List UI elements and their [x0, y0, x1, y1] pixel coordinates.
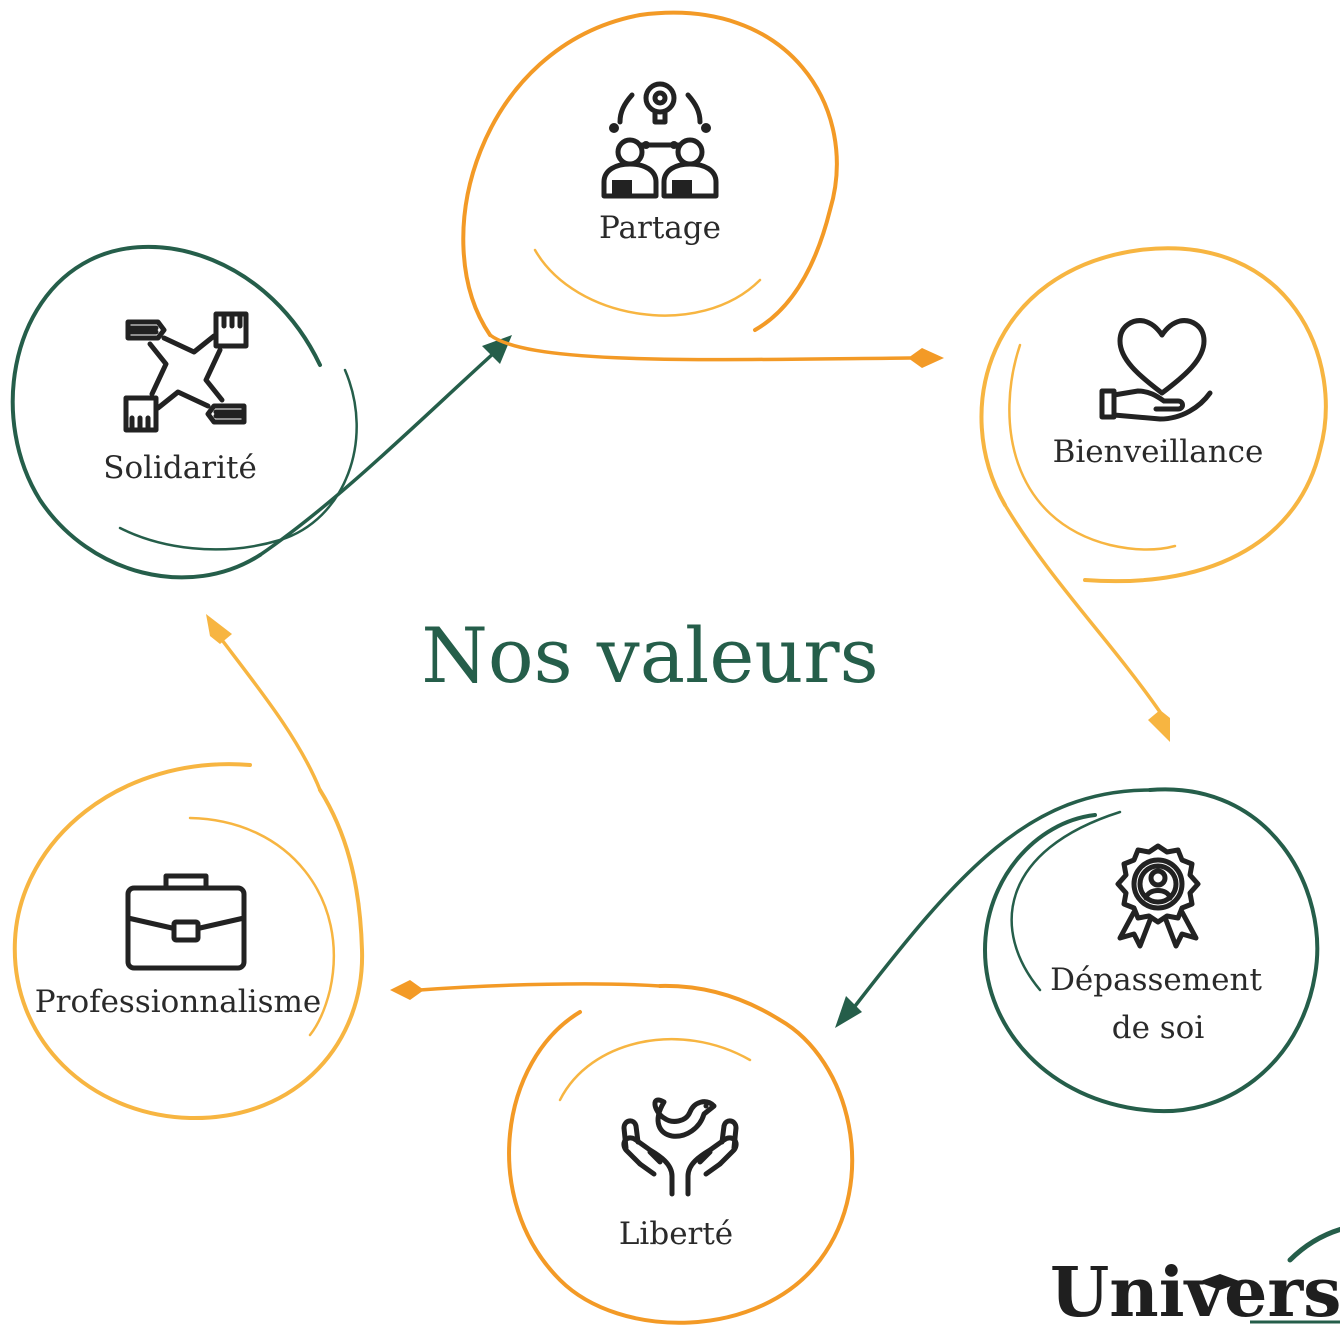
node-partage-inner-arc [533, 248, 762, 317]
briefcase-icon [125, 873, 247, 971]
node-depassement-ring [982, 787, 1320, 1114]
node-partage: Partage [461, 10, 839, 337]
node-bienveillance-label: Bienveillance [1053, 434, 1264, 470]
arrowhead-depassement-to-liberte [835, 996, 862, 1028]
node-depassement: Dépassement de soi [982, 787, 1320, 1114]
hands-dove-icon [621, 1097, 739, 1197]
node-partage-label: Partage [599, 210, 721, 246]
brand-logo-cap-icon [1198, 1274, 1242, 1290]
node-bienveillance-inner-arc [1008, 343, 1177, 551]
brand-logo-cap-tassel [1197, 1289, 1203, 1295]
award-badge-icon [1115, 843, 1201, 949]
hand-heart-icon [1099, 318, 1213, 422]
node-bienveillance: Bienveillance [979, 246, 1328, 584]
node-liberte: Liberté [507, 983, 855, 1325]
arrowhead-bienveillance-to-depassement [1148, 710, 1170, 742]
node-depassement-inner-arc [1010, 810, 1122, 992]
team-idea-icon [601, 81, 719, 199]
flow-arrow-liberte-to-professionnalisme [390, 980, 662, 1000]
node-solidarite: Solidarité [10, 245, 358, 580]
node-liberte-ring [507, 983, 855, 1325]
node-depassement-label-line2: de soi [1112, 1010, 1205, 1046]
arrowhead-partage-to-bienveillance [908, 348, 944, 368]
node-professionnalisme-inner-arc [188, 816, 336, 1037]
flow-arrow-solidarite-to-partage [258, 335, 512, 557]
node-professionnalisme-ring [12, 762, 365, 1121]
page-title: Nos valeurs [421, 611, 878, 700]
arrowhead-professionnalisme-to-solidarite [206, 614, 232, 644]
node-bienveillance-ring [979, 246, 1328, 584]
node-liberte-label: Liberté [619, 1216, 733, 1252]
arrowhead-liberte-to-professionnalisme [390, 980, 424, 1000]
node-professionnalisme: Professionnalisme [12, 762, 365, 1121]
node-depassement-label-line1: Dépassement [1050, 962, 1262, 998]
flow-arrow-professionnalisme-to-solidarite [206, 614, 322, 792]
node-partage-ring [461, 10, 839, 337]
brand-logo-swoosh [1287, 1226, 1340, 1263]
brand-logo: Univers C [1050, 1226, 1340, 1327]
node-professionnalisme-label: Professionnalisme [35, 984, 321, 1020]
node-solidarite-ring [10, 245, 322, 580]
flow-arrow-depassement-to-liberte [835, 788, 1152, 1028]
node-solidarite-label: Solidarité [103, 450, 257, 486]
hands-circle-icon [123, 311, 249, 433]
node-liberte-inner-arc [558, 1038, 752, 1102]
flow-arrow-partage-to-bienveillance [488, 333, 944, 368]
brand-logo-text: Univers C [1050, 1253, 1340, 1327]
flow-arrow-bienveillance-to-depassement [1003, 503, 1170, 742]
